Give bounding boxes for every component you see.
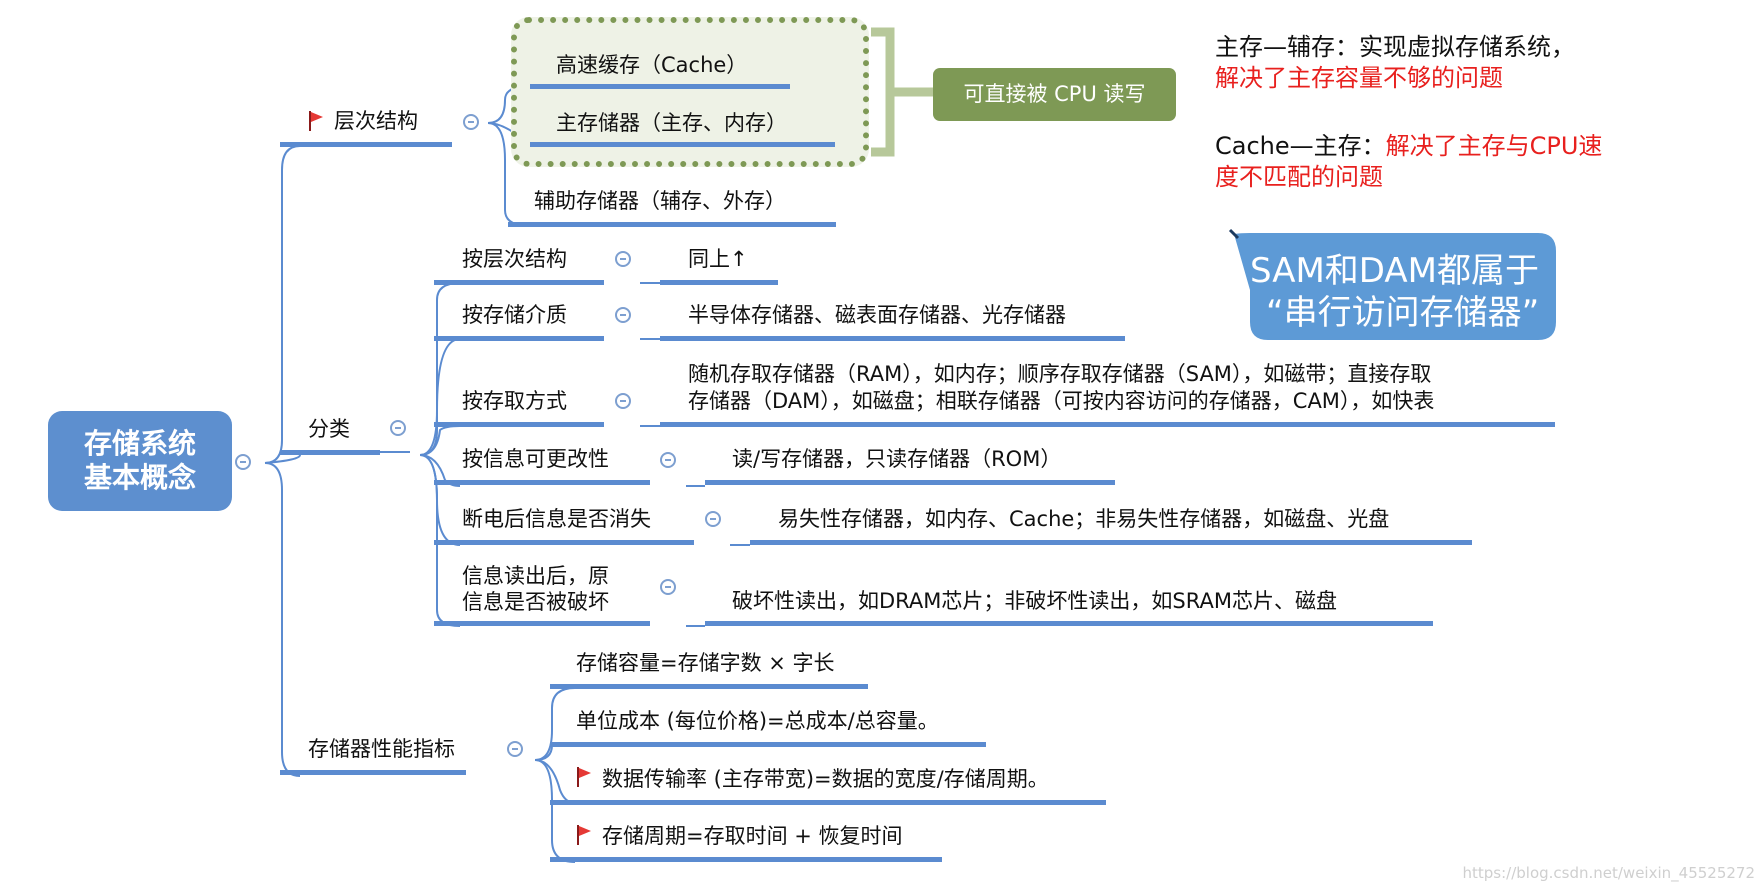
- collapse-class-2[interactable]: [615, 307, 631, 323]
- collapse-hierarchy[interactable]: [463, 114, 479, 130]
- underline-class-label-2: [434, 336, 604, 341]
- speech-bubble-shape: [1234, 233, 1556, 340]
- flag-icon: [577, 767, 591, 787]
- underline-class-value-2: [660, 336, 1125, 341]
- note-main-aux: 主存—辅存：实现虚拟存储系统， 解决了主存容量不够的问题: [1215, 32, 1575, 94]
- class-label-access[interactable]: 按存取方式: [462, 389, 567, 413]
- collapse-class-6[interactable]: [660, 579, 676, 595]
- root-title-line1: 存储系统: [83, 427, 196, 460]
- speech-bubble-tail: [1228, 228, 1240, 240]
- node-main-memory[interactable]: 主存储器（主存、内存）: [556, 111, 787, 135]
- connector-perf-1: [534, 687, 576, 761]
- note-main-aux-black: 主存—辅存：实现虚拟存储系统，: [1215, 33, 1575, 61]
- note-cache-main-black: Cache—主存：: [1215, 132, 1386, 160]
- class-value-access-line2: 存储器（DAM），如磁盘；相联存储器（可按内容访问的存储器，CAM），如快表: [688, 389, 1435, 413]
- watermark: https://blog.csdn.net/weixin_45525272: [1462, 864, 1755, 882]
- connector-root-classification: [264, 454, 301, 464]
- underline-class-value-3: [660, 422, 1555, 427]
- class-label-destructive-line1[interactable]: 信息读出后，原: [462, 564, 609, 588]
- underline-perf-3: [550, 800, 1106, 805]
- class-value-access-line1: 随机存取存储器（RAM），如内存；顺序存取存储器（SAM），如磁带；直接存取: [688, 362, 1432, 386]
- underline-main-memory: [530, 142, 835, 147]
- note-main-aux-red: 解决了主存容量不够的问题: [1215, 64, 1503, 92]
- class-value-mutability: 读/写存储器，只读存储器（ROM）: [732, 447, 1062, 471]
- underline-hierarchy: [280, 142, 452, 147]
- underline-class-value-4: [705, 480, 1115, 485]
- speech-bubble-line1: SAM和DAM都属于: [1250, 251, 1539, 291]
- perf-capacity[interactable]: 存储容量=存储字数 × 字长: [576, 651, 835, 675]
- underline-class-value-6: [705, 621, 1433, 626]
- connector-perf-3: [534, 759, 576, 804]
- connector-root-hierarchy: [264, 145, 301, 464]
- perf-cycle-time[interactable]: 存储周期=存取时间 + 恢复时间: [602, 824, 903, 848]
- flag-icon: [577, 825, 591, 845]
- collapse-class-5[interactable]: [705, 511, 721, 527]
- underline-aux-memory: [508, 222, 836, 227]
- class-value-hierarchy: 同上↑: [688, 247, 748, 271]
- collapse-class-3[interactable]: [615, 393, 631, 409]
- class-label-volatility[interactable]: 断电后信息是否消失: [462, 507, 651, 531]
- root-title-line2: 基本概念: [83, 461, 196, 494]
- node-aux-memory[interactable]: 辅助存储器（辅存、外存）: [534, 189, 786, 213]
- class-value-destructive: 破坏性读出，如DRAM芯片；非破坏性读出，如SRAM芯片、磁盘: [732, 589, 1337, 613]
- collapse-class-4[interactable]: [660, 452, 676, 468]
- note-cache-main-red-b: 度不匹配的问题: [1215, 163, 1383, 191]
- class-label-mutability[interactable]: 按信息可更改性: [462, 447, 609, 471]
- class-label-hierarchy[interactable]: 按层次结构: [462, 247, 567, 271]
- underline-class-label-4: [434, 480, 650, 485]
- node-cache[interactable]: 高速缓存（Cache）: [556, 53, 748, 77]
- flag-icon: [309, 111, 323, 131]
- connector-class-2: [419, 338, 461, 456]
- note-cache-main: Cache—主存：解决了主存与CPU速 度不匹配的问题: [1215, 131, 1602, 193]
- underline-cache: [530, 84, 790, 89]
- underline-class-value-5: [750, 540, 1472, 545]
- connector-root-performance: [264, 462, 301, 777]
- branch-performance[interactable]: 存储器性能指标: [308, 737, 455, 761]
- class-value-medium: 半导体存储器、磁表面存储器、光存储器: [688, 303, 1066, 327]
- connector-class-3: [419, 425, 461, 456]
- underline-class-label-3: [434, 422, 604, 427]
- underline-perf-1: [550, 684, 868, 689]
- note-cache-main-red-a: 解决了主存与CPU速: [1385, 132, 1603, 160]
- class-label-medium[interactable]: 按存储介质: [462, 303, 567, 327]
- green-bracket: [871, 27, 933, 157]
- collapse-root[interactable]: [235, 454, 251, 470]
- underline-class-label-5: [434, 540, 694, 545]
- collapse-performance[interactable]: [507, 741, 523, 757]
- underline-performance: [280, 770, 466, 775]
- speech-bubble: SAM和DAM都属于 “串行访问存储器”: [1250, 250, 1539, 334]
- collapse-classification[interactable]: [390, 420, 406, 436]
- branch-classification[interactable]: 分类: [308, 417, 350, 441]
- underline-perf-4: [550, 857, 942, 862]
- underline-class-label-6: [434, 621, 650, 626]
- perf-unit-cost[interactable]: 单位成本 (每位价格)=总成本/总容量。: [576, 709, 939, 733]
- underline-classification: [280, 450, 380, 455]
- speech-bubble-line2: “串行访问存储器”: [1266, 293, 1540, 333]
- underline-class-value-1: [660, 280, 778, 285]
- root-node[interactable]: 存储系统 基本概念: [48, 411, 232, 511]
- underline-perf-2: [550, 742, 986, 747]
- collapse-class-1[interactable]: [615, 251, 631, 267]
- cpu-access-callout: 可直接被 CPU 读写: [933, 68, 1176, 121]
- class-value-volatility: 易失性存储器，如内存、Cache；非易失性存储器，如磁盘、光盘: [778, 507, 1390, 531]
- underline-classification-tail: [380, 451, 410, 453]
- perf-transfer-rate[interactable]: 数据传输率 (主存带宽)=数据的宽度/存储周期。: [602, 767, 1049, 791]
- underline-class-label-1: [434, 280, 604, 285]
- branch-hierarchy[interactable]: 层次结构: [334, 109, 418, 133]
- class-label-destructive-line2[interactable]: 信息是否被破坏: [462, 590, 609, 614]
